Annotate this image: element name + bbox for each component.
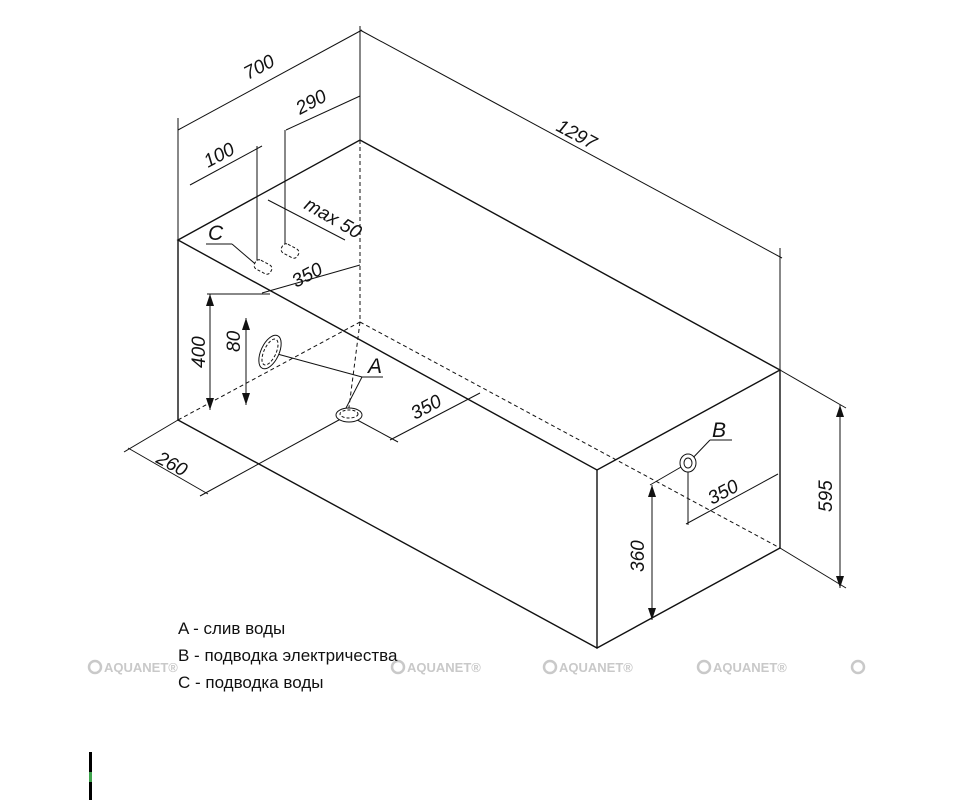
arrowhead xyxy=(242,393,250,405)
arrowhead xyxy=(206,398,214,410)
legend-item-a: A - слив воды xyxy=(178,619,286,638)
arrowhead xyxy=(836,576,844,588)
dim-line-350-electric xyxy=(685,473,779,525)
watermark-text: AQUANET® xyxy=(104,660,178,675)
arrowhead xyxy=(242,318,250,330)
dim-line-1297 xyxy=(359,29,783,259)
watermark-logo-icon xyxy=(390,659,406,675)
ext-line xyxy=(779,547,847,589)
dim-text-400: 400 xyxy=(189,336,210,368)
box-bottom-long-edge xyxy=(177,419,598,649)
watermark-text: AQUANET® xyxy=(407,660,481,675)
hidden-bottom-long-edge xyxy=(359,321,781,549)
legend-item-c: C - подводка воды xyxy=(178,673,324,692)
watermark-text: AQUANET® xyxy=(559,660,633,675)
legend-item-b: B - подводка электричества xyxy=(178,646,398,665)
dim-text-100: 100 xyxy=(200,139,238,173)
leader-a xyxy=(269,351,363,378)
electric-opening-inner xyxy=(683,457,693,469)
watermark-row: AQUANET® AQUANET® AQUANET® AQUANET® xyxy=(87,659,866,675)
overflow-opening-inner xyxy=(261,338,279,366)
dim-text-700: 700 xyxy=(240,51,278,85)
watermark-logo-icon xyxy=(696,659,712,675)
point-label-b: B xyxy=(712,419,726,442)
arrowhead xyxy=(836,405,844,417)
drain-opening-inner xyxy=(339,409,359,419)
point-label-c: C xyxy=(208,222,224,245)
dim-line-260 xyxy=(127,447,209,495)
ext-line xyxy=(779,369,847,409)
edge-marker-green xyxy=(89,772,92,782)
point-label-a: A xyxy=(366,355,382,378)
water-inlet-2 xyxy=(280,243,300,259)
legend: A - слив воды B - подводка электричества… xyxy=(178,615,397,696)
dim-text-260: 260 xyxy=(152,447,191,481)
watermark-logo-icon xyxy=(850,659,866,675)
watermark-text: AQUANET® xyxy=(713,660,787,675)
dim-text-360: 360 xyxy=(628,540,649,572)
watermark-logo-icon xyxy=(542,659,558,675)
dim-line-350-inlet xyxy=(261,264,361,294)
dim-line-350-drain xyxy=(389,392,481,441)
dim-text-595: 595 xyxy=(816,480,837,512)
box-bottom-end-edge xyxy=(596,547,781,649)
dim-line-100 xyxy=(189,145,263,186)
dim-line-max50 xyxy=(267,199,346,241)
dim-text-350-electric: 350 xyxy=(704,476,742,510)
arrowhead xyxy=(648,485,656,497)
ext-line xyxy=(123,419,179,453)
arrowhead xyxy=(206,294,214,306)
dim-text-1297: 1297 xyxy=(553,116,601,155)
dim-text-max50: max 50 xyxy=(301,194,366,244)
dim-text-350-drain: 350 xyxy=(407,391,445,425)
leader-a xyxy=(344,376,363,411)
dim-text-350-inlet: 350 xyxy=(288,259,326,293)
water-inlet-1 xyxy=(253,259,273,275)
dim-line-290 xyxy=(285,95,361,131)
dim-line-700 xyxy=(177,29,363,131)
box-top-face xyxy=(176,139,782,471)
ext-line xyxy=(199,414,349,497)
dim-text-80: 80 xyxy=(224,330,245,352)
watermark-logo-icon xyxy=(87,659,103,675)
arrowhead xyxy=(648,608,656,620)
dim-text-290: 290 xyxy=(292,86,331,120)
